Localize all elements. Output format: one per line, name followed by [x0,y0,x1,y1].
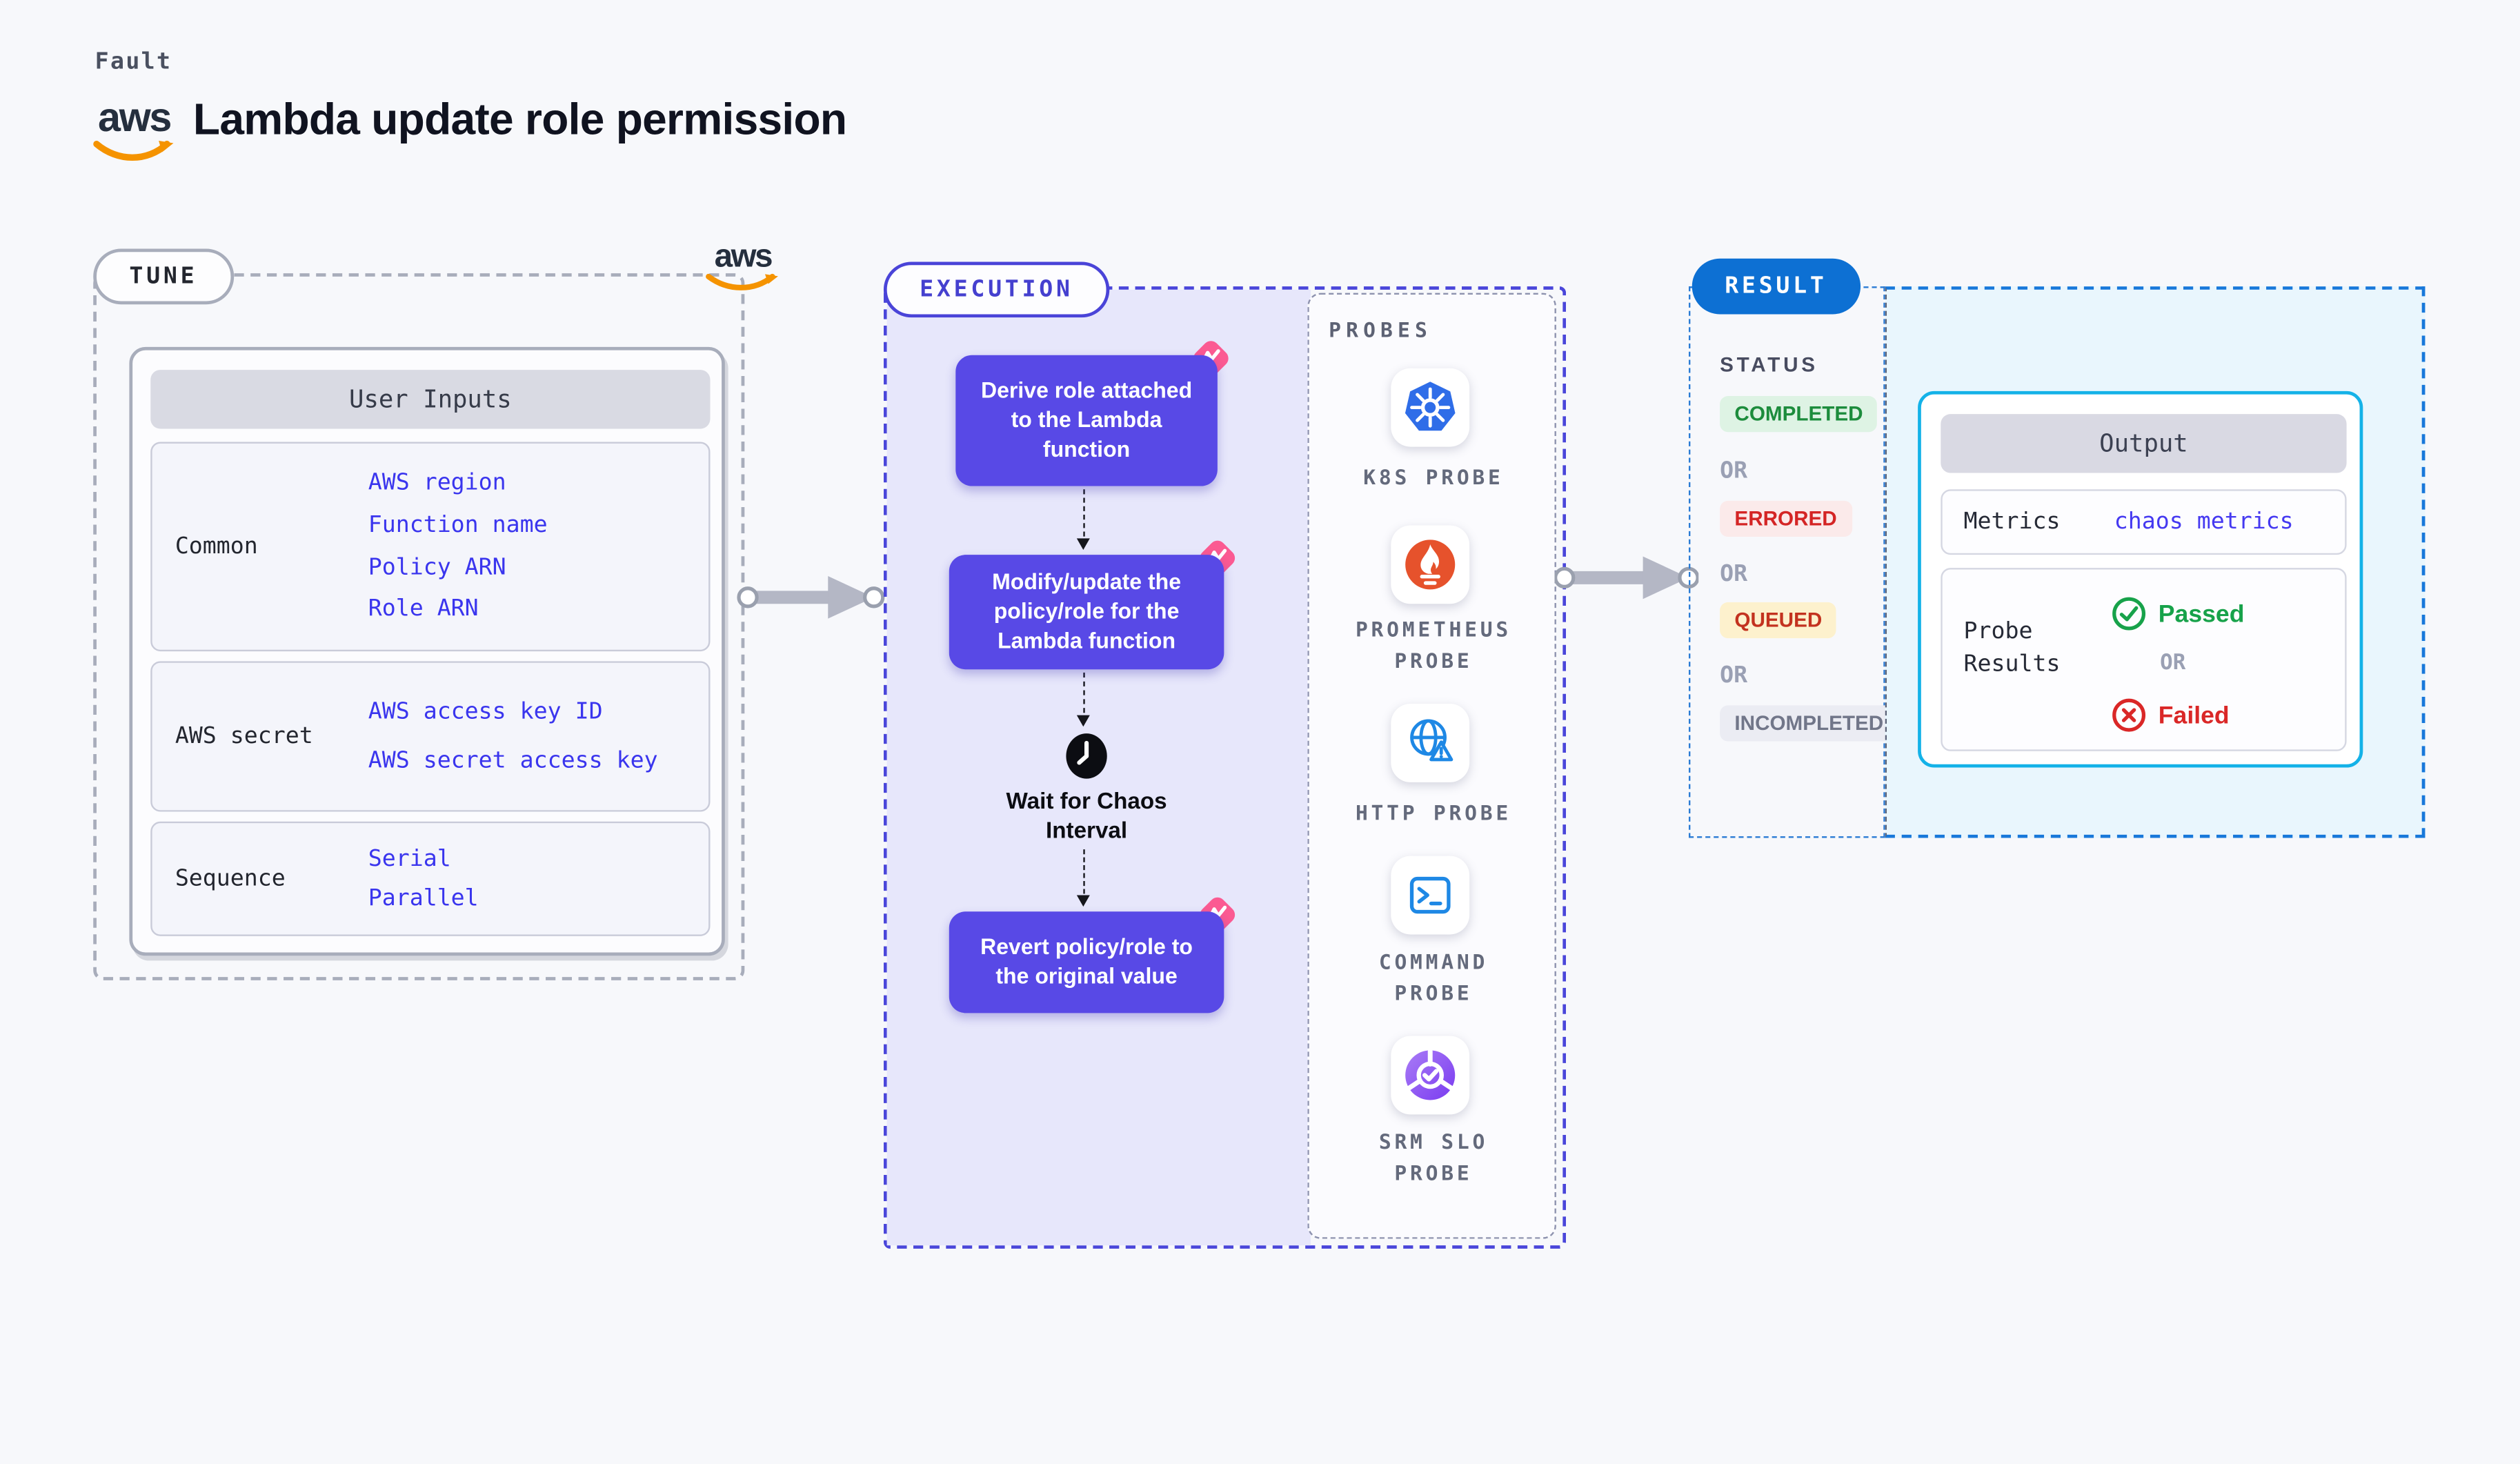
tune-badge: TUNE [93,248,234,305]
aws-logo: aws [92,95,177,165]
input-row-common: Common AWS region Function name Policy A… [150,442,711,652]
k8s-probe-tile [1391,368,1470,447]
output-card: Output Metrics chaos metrics Probe Resul… [1918,390,2363,768]
failed-result: Failed [2111,698,2230,733]
input-value: Serial [368,846,451,873]
flow-connector-arrow [1076,849,1090,907]
probe-label: HTTP PROBE [1355,800,1511,825]
probes-panel: PROBES K8S PROBE [1307,293,1556,1239]
step-label: Modify/update the policy/role for the La… [949,555,1224,670]
input-value: Parallel [368,884,479,911]
result-output-panel: Output Metrics chaos metrics Probe Resul… [1885,286,2425,838]
input-row-sequence: Sequence Serial Parallel [150,821,711,936]
command-probe-icon [1409,876,1451,914]
input-value: AWS region [368,470,506,497]
aws-smile-icon [93,141,174,161]
metrics-value: chaos metrics [2114,508,2294,535]
aws-logo-text: aws [97,95,172,141]
step-label: Revert policy/role to the original value [949,911,1224,1013]
http-probe-icon [1410,719,1454,762]
step-label: Derive role attached to the Lambda funct… [955,355,1218,486]
status-badge-incompleted: INCOMPLETED [1720,705,1898,742]
failed-label: Failed [2158,701,2230,729]
user-inputs-card: User Inputs Common AWS region Function n… [129,346,725,956]
failed-x-icon [2112,698,2146,732]
aws-smile-icon [706,273,778,290]
output-title: Output [1941,414,2347,473]
input-value: AWS secret access key [368,748,658,775]
flow-connector-arrow [1076,672,1090,727]
input-value: Function name [368,512,548,539]
k8s-probe-icon [1405,382,1456,431]
input-row-label: Sequence [175,865,286,892]
result-section: RESULT STATUS COMPLETED OR ERRORED OR QU… [1689,258,2425,838]
probe-label: PROMETHEUS PROBE [1355,617,1511,673]
wait-step-label: Wait for Chaos Interval [953,786,1221,845]
probe-label: K8S PROBE [1363,464,1504,490]
metrics-row: Metrics chaos metrics [1941,489,2347,555]
http-probe-tile [1391,704,1470,782]
input-row-values: Serial Parallel [368,823,708,934]
input-row-aws-secret: AWS secret AWS access key ID AWS secret … [150,661,711,812]
srm-slo-probe-icon [1405,1049,1456,1100]
prometheus-probe-tile [1391,525,1470,604]
input-value: Role ARN [368,596,479,623]
fault-kicker: Fault [95,49,172,76]
passed-result: Passed [2111,595,2244,631]
input-row-values: AWS access key ID AWS secret access key [368,663,708,810]
aws-logo-text: aws [714,239,773,275]
probes-title: PROBES [1329,317,1432,342]
or-separator: OR [2160,651,2186,676]
status-badge-completed: COMPLETED [1720,396,1878,433]
probe-results-row: Probe Results Passed OR [1941,568,2347,751]
result-badge: RESULT [1691,258,1861,315]
step-modify-policy: Modify/update the policy/role for the La… [949,540,1236,670]
wait-step-text: Wait for Chaos Interval [1006,787,1167,844]
user-inputs-title: User Inputs [150,370,711,429]
execution-to-result-arrow-icon [1554,556,1699,600]
input-row-label: AWS secret [175,723,313,750]
srm-slo-probe-tile [1391,1036,1470,1115]
input-value: Policy ARN [368,554,506,581]
or-separator: OR [1720,458,1748,485]
or-separator: OR [1720,561,1748,588]
or-separator: OR [1720,662,1748,689]
status-panel: STATUS COMPLETED OR ERRORED OR QUEUED OR… [1689,286,1898,838]
tune-to-execution-arrow-icon [737,575,885,619]
input-row-values: AWS region Function name Policy ARN Role… [368,444,708,650]
command-probe-tile [1391,855,1470,935]
metrics-label: Metrics [1963,508,2061,535]
execution-badge: EXECUTION [883,261,1109,318]
flow-connector-arrow [1076,489,1090,551]
aws-logo-small: aws [705,241,780,295]
input-row-label: Common [175,533,258,560]
tune-section: TUNE aws User Inputs Common AWS region F… [93,241,778,980]
wait-clock-icon [1066,733,1107,779]
probe-results-label: Probe Results [1963,618,2061,678]
status-badge-errored: ERRORED [1720,500,1852,537]
step-revert-policy: Revert policy/role to the original value [949,897,1236,1013]
probe-label: SRM SLO PROBE [1378,1129,1489,1185]
prometheus-probe-icon [1405,540,1456,590]
step-derive-role: Derive role attached to the Lambda funct… [955,341,1229,486]
page-title: Lambda update role permission [192,95,847,144]
status-badge-queued: QUEUED [1720,602,1837,639]
passed-check-icon [2112,597,2146,631]
passed-label: Passed [2158,600,2245,628]
status-title: STATUS [1720,353,1818,377]
probe-label: COMMAND PROBE [1378,949,1489,1005]
execution-section: PROBES K8S PROBE [883,261,1567,1249]
input-value: AWS access key ID [368,698,603,724]
